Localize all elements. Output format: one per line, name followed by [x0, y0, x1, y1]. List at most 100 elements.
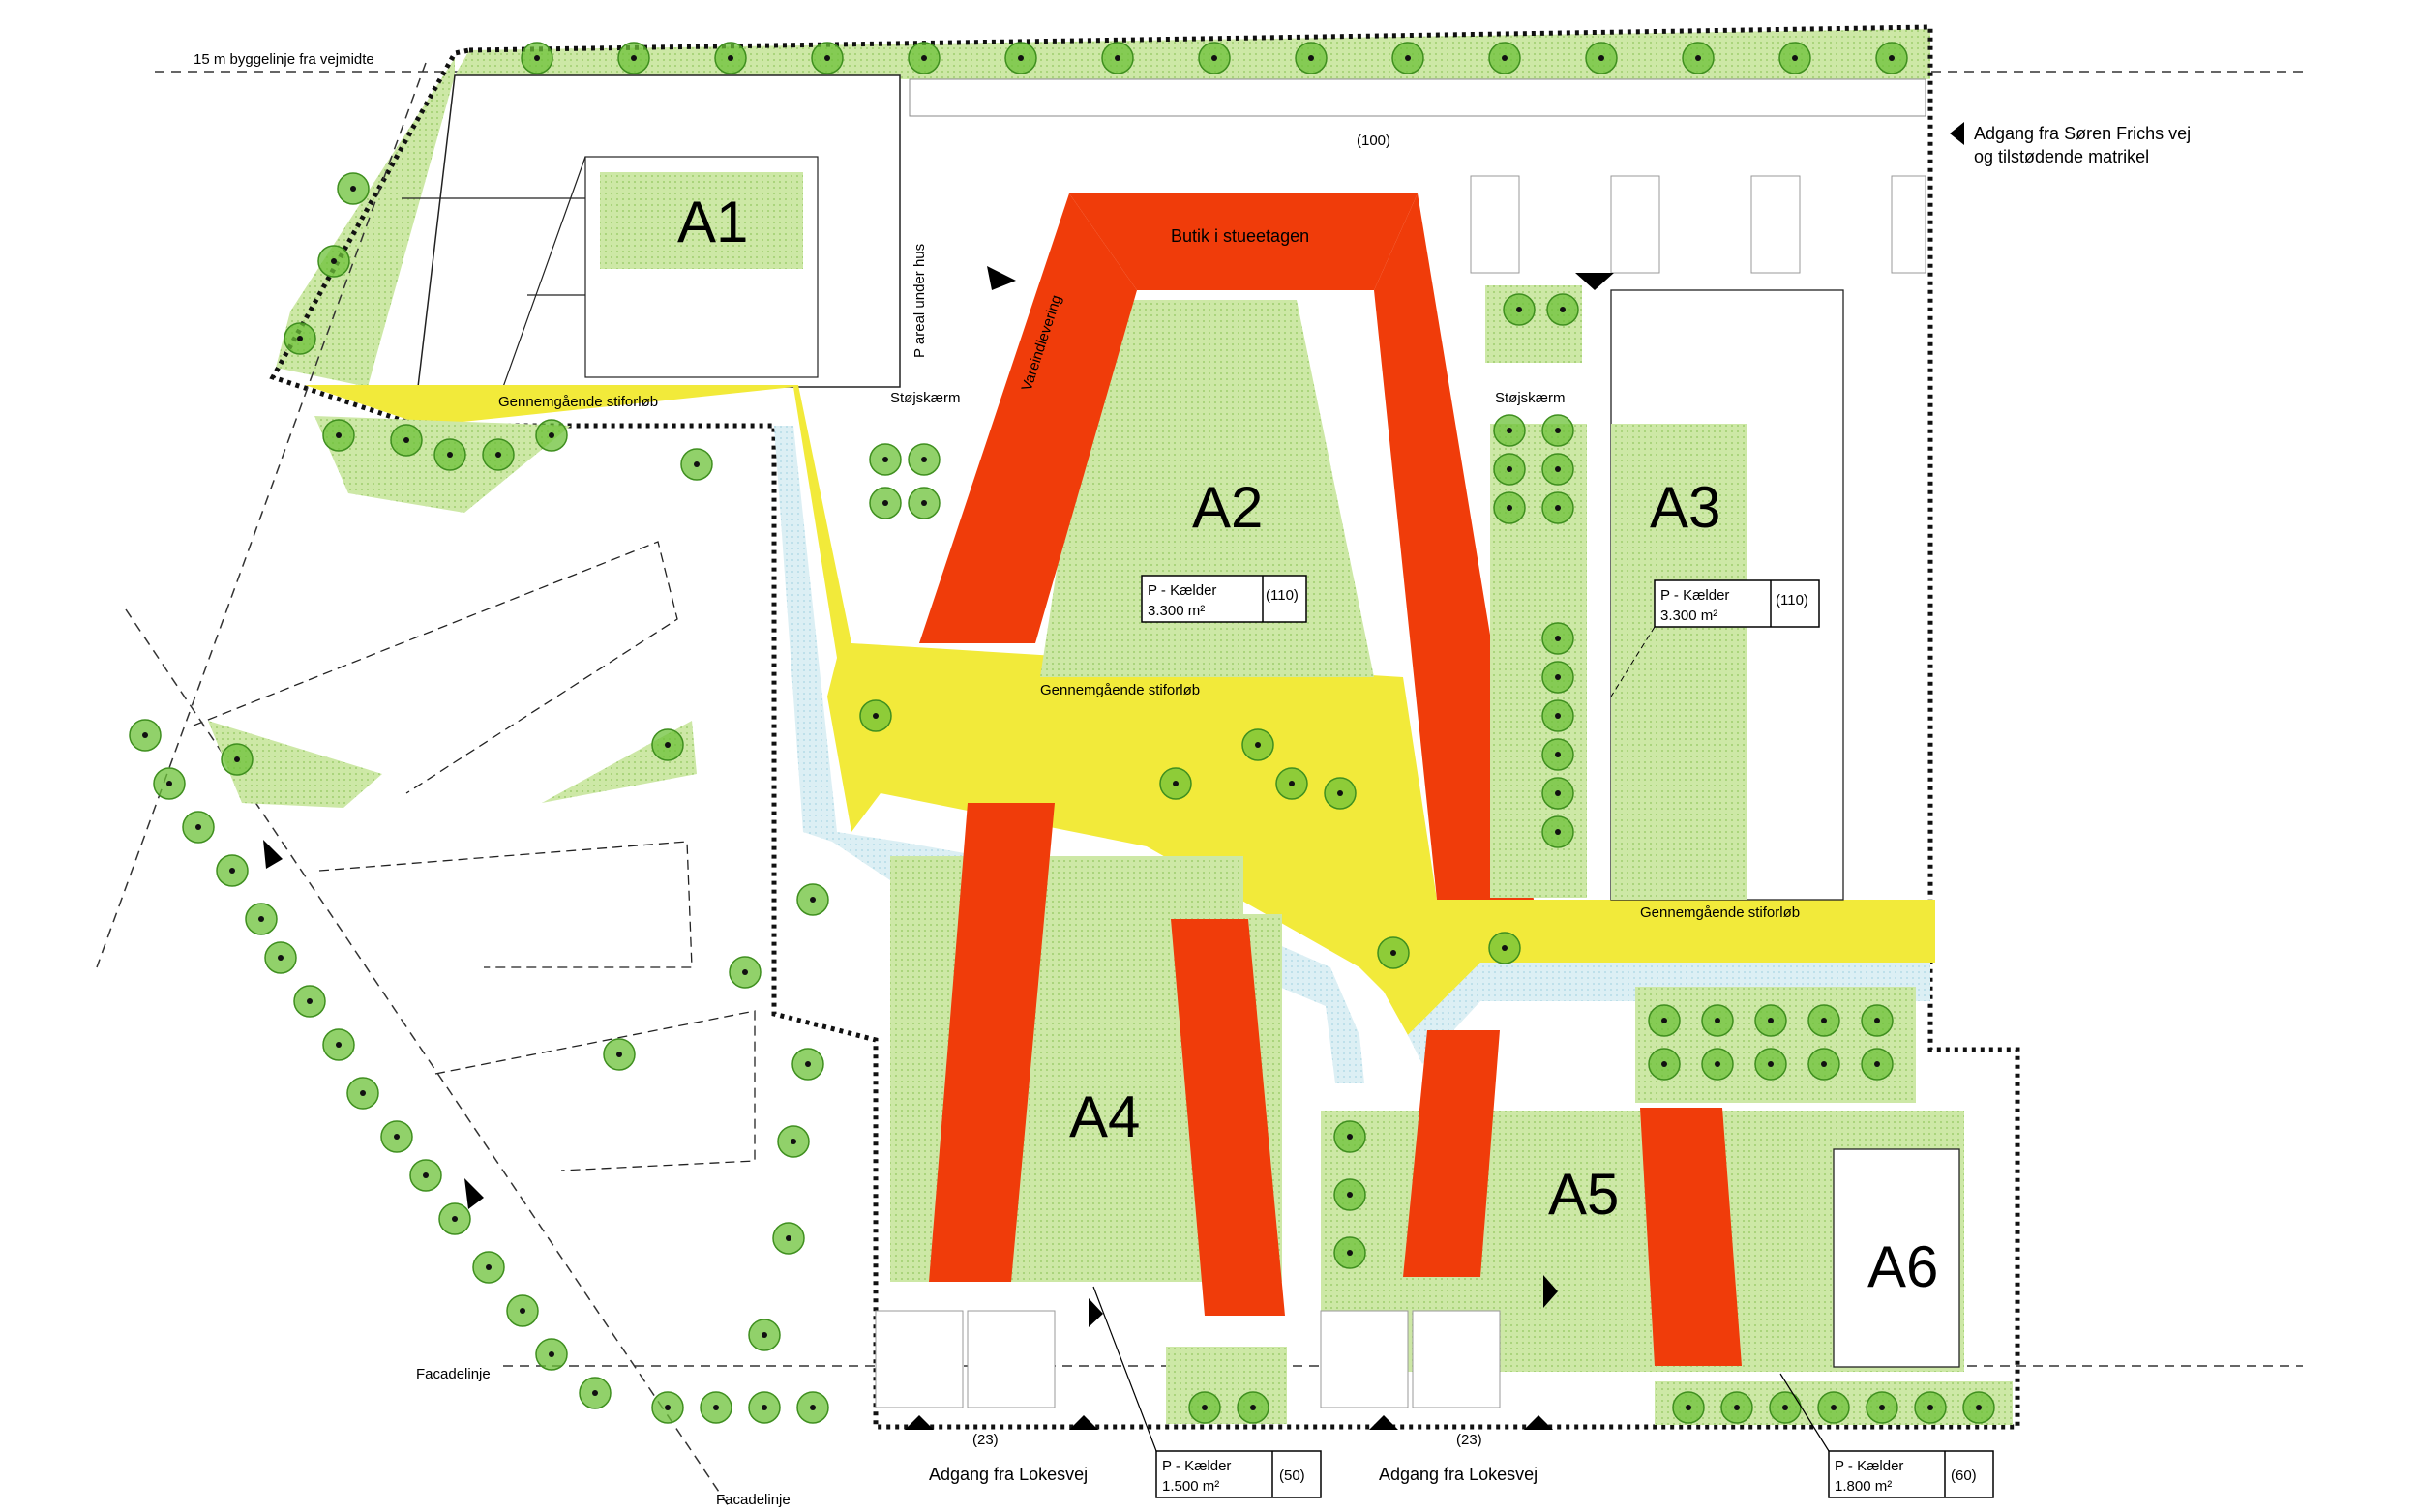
tree-trunk	[1821, 1061, 1827, 1067]
access-arrow-a5	[1543, 1275, 1558, 1308]
parking-block-ne-4	[1891, 175, 1926, 274]
tree-trunk	[873, 713, 879, 719]
tree-trunk	[1555, 829, 1561, 835]
tree-trunk	[1507, 466, 1512, 472]
tree-trunk	[1598, 55, 1604, 61]
access-north-line1: Adgang fra Søren Frichs vej	[1974, 124, 2191, 143]
basement-a4-count: (50)	[1279, 1468, 1305, 1484]
tree-trunk	[805, 1061, 811, 1067]
building-a4-label: A4	[1069, 1084, 1140, 1149]
access-arrow-south-3	[1369, 1415, 1398, 1430]
tree-trunk	[1211, 55, 1217, 61]
parking-south-1	[875, 1310, 964, 1408]
tree-trunk	[1686, 1405, 1691, 1410]
tree-trunk	[1555, 790, 1561, 796]
west-green-2	[208, 721, 382, 808]
tree-trunk	[1661, 1018, 1667, 1023]
basement-box-a2: P - Kælder 3.300 m² (110)	[1141, 575, 1307, 623]
tree-trunk	[1405, 55, 1411, 61]
tree-trunk	[1337, 790, 1343, 796]
tree-trunk	[1555, 505, 1561, 511]
west-field-2	[318, 841, 693, 968]
tree-trunk	[1661, 1061, 1667, 1067]
tree-trunk	[592, 1390, 598, 1396]
parking-block-ne-2	[1610, 175, 1660, 274]
tree-trunk	[1347, 1134, 1353, 1140]
access-south-label-2: Adgang fra Lokesvej	[1379, 1465, 1538, 1484]
tree-trunk	[631, 55, 637, 61]
tree-trunk	[403, 437, 409, 443]
path-label-2: Gennemgående stiforløb	[1040, 682, 1200, 698]
noise-screen-label-1: Støjskærm	[890, 390, 961, 406]
tree-trunk	[824, 55, 830, 61]
access-north-line2: og tilstødende matrikel	[1974, 147, 2149, 166]
tree-trunk	[1927, 1405, 1933, 1410]
access-south-label-1: Adgang fra Lokesvej	[929, 1465, 1088, 1484]
setback-line-label: 15 m byggelinje fra vejmidte	[194, 51, 374, 68]
northwest-green-strip	[276, 58, 455, 387]
basement-box-a3: P - Kælder 3.300 m² (110)	[1654, 579, 1820, 628]
tree-trunk	[1308, 55, 1314, 61]
parking-under-house-label: P areal under hus	[911, 244, 928, 358]
tree-trunk	[1502, 55, 1508, 61]
basement-a2-title: P - Kælder	[1148, 582, 1216, 599]
shop-label: Butik i stueetagen	[1171, 226, 1309, 246]
tree-trunk	[1507, 505, 1512, 511]
tree-trunk	[1347, 1250, 1353, 1256]
tree-trunk	[486, 1264, 492, 1270]
tree-trunk	[1555, 636, 1561, 641]
parking-count-top: (100)	[1357, 133, 1390, 149]
tree-trunk	[762, 1405, 767, 1410]
tree-trunk	[713, 1405, 719, 1410]
a3-green	[1611, 424, 1747, 900]
basement-a3-count: (110)	[1776, 592, 1808, 608]
tree-trunk	[1695, 55, 1701, 61]
tree-trunk	[1715, 1061, 1720, 1067]
tree-trunk	[350, 186, 356, 192]
tree-trunk	[1874, 1061, 1880, 1067]
tree-trunk	[1821, 1018, 1827, 1023]
tree-trunk	[728, 55, 733, 61]
tree-trunk	[786, 1235, 791, 1241]
tree-trunk	[495, 452, 501, 458]
parking-south-4	[1412, 1310, 1501, 1408]
access-arrow-a4	[1089, 1298, 1103, 1327]
tree-trunk	[1173, 781, 1179, 786]
tree-layer	[129, 42, 1995, 1424]
parking-block-ne-3	[1750, 175, 1801, 274]
leader-a4	[1092, 1286, 1157, 1452]
leader-a3	[1610, 626, 1656, 697]
tree-trunk	[1555, 752, 1561, 757]
tree-trunk	[1879, 1405, 1885, 1410]
building-a2-label: A2	[1192, 475, 1263, 540]
basement-a3-title: P - Kælder	[1660, 587, 1729, 604]
tree-trunk	[360, 1090, 366, 1096]
tree-trunk	[394, 1134, 400, 1140]
tree-trunk	[694, 461, 700, 467]
tree-trunk	[921, 457, 927, 462]
tree-trunk	[1734, 1405, 1740, 1410]
west-field-3	[434, 1010, 756, 1171]
tree-trunk	[1555, 713, 1561, 719]
tree-trunk	[742, 969, 748, 975]
south-green-a4	[1166, 1347, 1287, 1424]
parking-block-ne-1	[1470, 175, 1520, 274]
tree-trunk	[762, 1332, 767, 1338]
tree-trunk	[1255, 742, 1261, 748]
tree-trunk	[882, 500, 888, 506]
a4-east-wing	[1171, 919, 1285, 1316]
tree-trunk	[336, 1042, 342, 1048]
basement-a2-area: 3.300 m²	[1148, 603, 1205, 619]
basement-a4-title: P - Kælder	[1162, 1458, 1231, 1474]
access-arrow-south-4	[1524, 1415, 1553, 1430]
leader-a6	[1779, 1373, 1830, 1452]
tree-trunk	[447, 452, 453, 458]
tree-trunk	[1115, 55, 1120, 61]
parking-south-3	[1320, 1310, 1409, 1408]
tree-trunk	[331, 258, 337, 264]
basement-box-a4: P - Kælder 1.500 m² (50)	[1155, 1450, 1322, 1498]
tree-trunk	[549, 1351, 554, 1357]
tree-trunk	[810, 897, 816, 903]
tree-trunk	[307, 998, 313, 1004]
tree-trunk	[166, 781, 172, 786]
